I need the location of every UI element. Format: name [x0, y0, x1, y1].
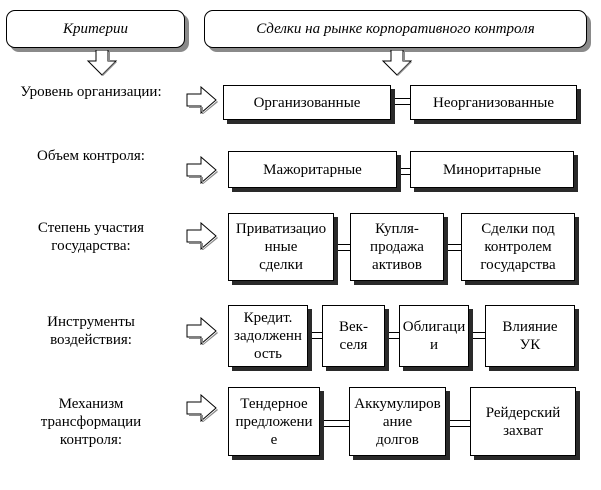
- box-connector: [334, 244, 350, 251]
- down-arrow-icon: [86, 50, 118, 76]
- deal-box-state-controlled: Сделки под контролем государства: [461, 213, 575, 281]
- right-arrow-icon: [186, 156, 218, 184]
- box-connector: [308, 332, 322, 339]
- deal-box-organized: Организованные: [223, 85, 391, 120]
- box-connector: [385, 332, 399, 339]
- right-arrow-icon: [186, 317, 218, 345]
- criterion-label: Степень участия государства:: [37, 220, 145, 254]
- deal-box-debt-accumulation: Аккумулиров ание долгов: [349, 387, 446, 456]
- deal-box-credit-debt: Кредит. задолженн ость: [228, 305, 308, 367]
- box-connector: [444, 244, 461, 251]
- criterion-label: Объем контроля:: [37, 148, 145, 164]
- deal-box-bonds: Облигаци и: [399, 305, 469, 367]
- deal-box-bills: Век- селя: [322, 305, 385, 367]
- box-connector: [320, 420, 349, 427]
- box-connector: [446, 420, 470, 427]
- deal-box-minority: Миноритарные: [410, 151, 574, 188]
- right-arrow-icon: [186, 394, 218, 422]
- deals-title: Сделки на рынке корпоративного контроля: [256, 20, 535, 37]
- deal-box-majority: Мажоритарные: [228, 151, 397, 188]
- criterion-label: Инструменты воздействия:: [47, 314, 135, 348]
- deal-box-privatization: Приватизацио нные сделки: [228, 213, 334, 281]
- box-connector: [391, 98, 410, 105]
- criterion-label: Уровень организации:: [20, 84, 162, 100]
- box-connector: [397, 168, 410, 175]
- deal-box-tender-offer: Тендерное предложени е: [228, 387, 320, 456]
- criterion-label: Механизм трансформации контроля:: [40, 396, 142, 448]
- right-arrow-icon: [186, 222, 218, 250]
- right-arrow-icon: [186, 86, 218, 114]
- criteria-header: Критерии: [6, 10, 185, 48]
- box-connector: [469, 332, 485, 339]
- down-arrow-icon: [381, 50, 413, 76]
- criteria-title: Критерии: [63, 20, 128, 37]
- deal-box-management-influence: Влияние УК: [485, 305, 575, 367]
- deal-box-raider-takeover: Рейдерский захват: [470, 387, 576, 456]
- deal-box-asset-sale: Купля- продажа активов: [350, 213, 444, 281]
- deals-header: Сделки на рынке корпоративного контроля: [204, 10, 587, 48]
- deal-box-unorganized: Неорганизованные: [410, 85, 577, 120]
